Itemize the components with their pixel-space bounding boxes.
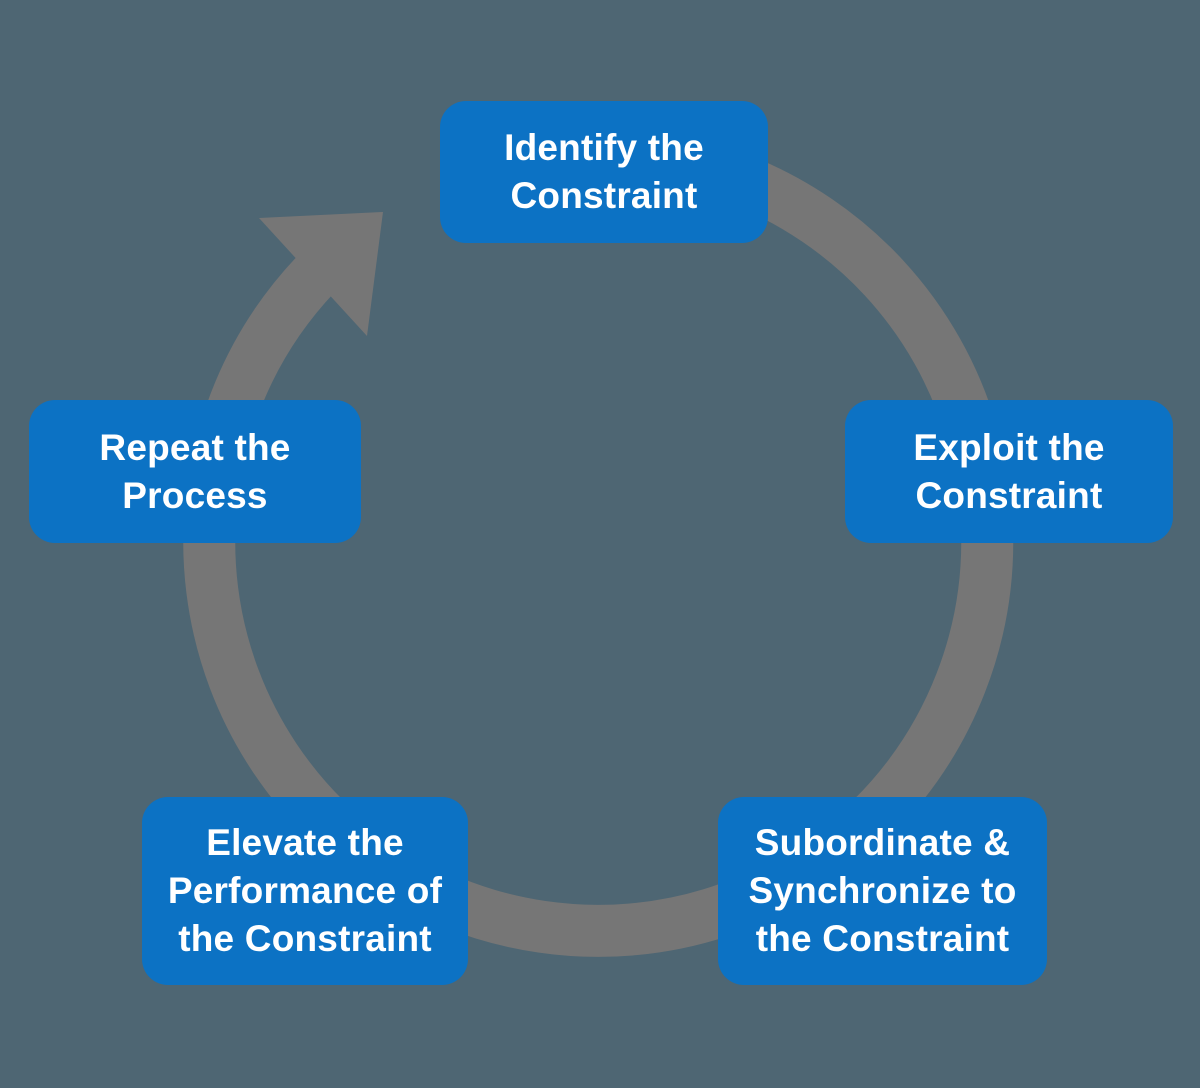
step-label: Repeat the Process — [99, 426, 291, 516]
step-identify-the-constraint: Identify the Constraint — [440, 101, 768, 243]
step-label: Subordinate & Synchronize to the Constra… — [748, 822, 1017, 959]
step-exploit-the-constraint: Exploit the Constraint — [845, 400, 1173, 543]
step-label: Elevate the Performance of the Constrain… — [167, 822, 443, 959]
step-repeat-the-process: Repeat the Process — [29, 400, 361, 543]
arrowhead-icon — [259, 212, 383, 336]
step-label: Identify the Constraint — [504, 127, 704, 216]
step-subordinate-and-synchronize: Subordinate & Synchronize to the Constra… — [718, 797, 1047, 985]
step-label: Exploit the Constraint — [913, 426, 1105, 516]
step-elevate-the-performance: Elevate the Performance of the Constrain… — [142, 797, 468, 985]
